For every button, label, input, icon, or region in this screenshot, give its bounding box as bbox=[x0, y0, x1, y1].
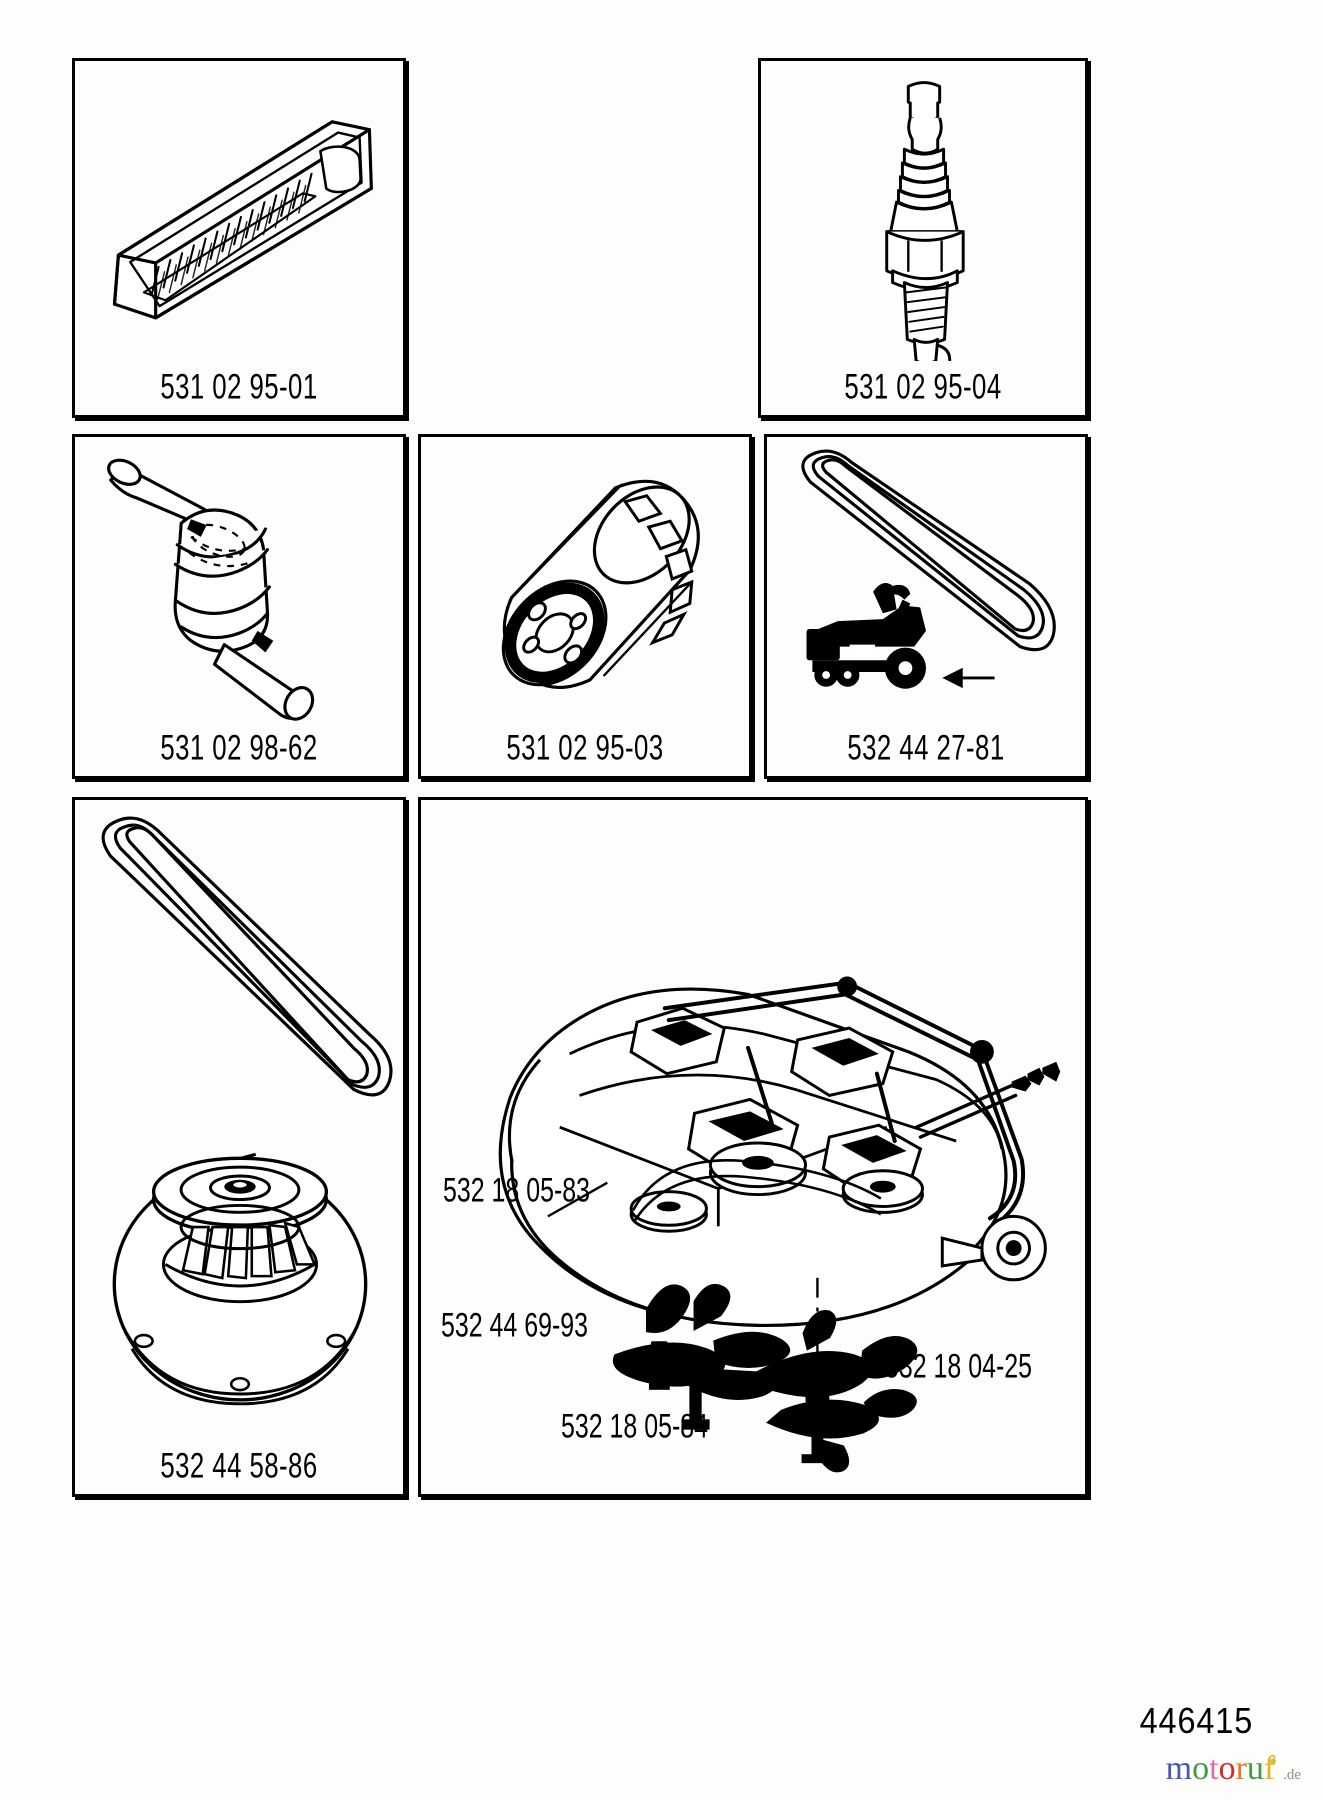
watermark-letter-o1: o bbox=[1192, 1750, 1210, 1787]
watermark-letter-u: u bbox=[1246, 1750, 1264, 1787]
deck-assembly-label: 532 18 05-83 bbox=[443, 1172, 591, 1210]
panel-oil-filter: 531 02 95-03 bbox=[418, 434, 752, 779]
watermark-letter-t: t bbox=[1209, 1750, 1219, 1787]
panel-label-air-filter: 531 02 95-01 bbox=[160, 367, 318, 407]
watermark-letter-m: m bbox=[1165, 1750, 1193, 1787]
panel-label-drive-belt: 532 44 27-81 bbox=[847, 728, 1005, 768]
air-filter-cartridge-icon bbox=[75, 61, 403, 361]
panel-label-mandrel: 532 44 58-86 bbox=[160, 1446, 318, 1486]
panel-mandrel-assembly: 532 44 58-86 bbox=[72, 797, 406, 1497]
right-blade-label: 532 18 04-25 bbox=[885, 1348, 1033, 1386]
panel-fuel-filter: 531 02 98-62 bbox=[72, 434, 406, 779]
panel-spark-plug: 531 02 95-04 bbox=[758, 58, 1088, 418]
watermark-accent-dot: ● bbox=[1269, 1753, 1278, 1768]
panel-label-oil-filter: 531 02 95-03 bbox=[506, 728, 664, 768]
watermark-suffix: .de bbox=[1283, 1767, 1301, 1783]
panel-label-spark-plug: 531 02 95-04 bbox=[844, 367, 1002, 407]
panel-mower-deck: 532 18 05-83 532 44 69-93 532 18 05-84 5… bbox=[418, 797, 1088, 1497]
drive-belt-icon bbox=[767, 437, 1085, 722]
fuel-filter-icon bbox=[75, 437, 403, 722]
watermark-letter-o2: o bbox=[1218, 1750, 1236, 1787]
watermark-letter-f: f bbox=[1263, 1750, 1276, 1787]
oil-filter-icon bbox=[421, 437, 749, 722]
blade-bolt-label: 532 44 69-93 bbox=[441, 1307, 589, 1345]
mandrel-pulley-belt-icon bbox=[75, 800, 403, 1440]
left-blade-label: 532 18 05-84 bbox=[561, 1408, 709, 1446]
motoruf-watermark-logo: motoruf● .de bbox=[1166, 1752, 1301, 1786]
spark-plug-icon bbox=[761, 61, 1085, 361]
panel-drive-belt: 532 44 27-81 bbox=[764, 434, 1088, 779]
panel-label-fuel-filter: 531 02 98-62 bbox=[160, 728, 318, 768]
panel-air-filter: 531 02 95-01 bbox=[72, 58, 406, 418]
page-number: 446415 bbox=[1139, 1700, 1253, 1741]
watermark-letter-r: r bbox=[1235, 1750, 1247, 1787]
mower-deck-assembly-icon bbox=[421, 800, 1085, 1494]
